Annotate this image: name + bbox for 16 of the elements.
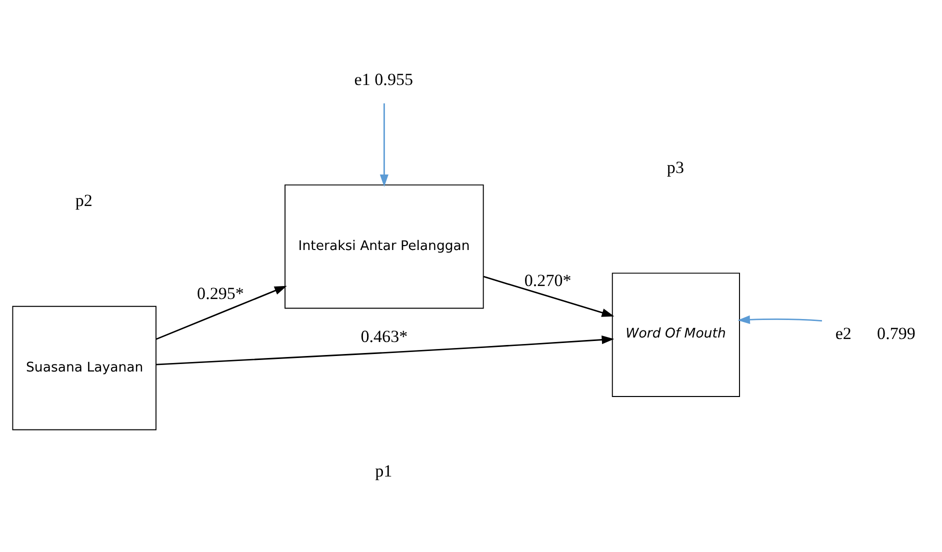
edge-label: 0.295* xyxy=(197,284,244,303)
arrow xyxy=(156,334,614,365)
arrow xyxy=(483,275,614,316)
label: p1 xyxy=(375,461,392,480)
label: p3 xyxy=(666,157,684,176)
node-box: Suasana Layanan xyxy=(12,305,156,430)
edge-label: 0.270* xyxy=(524,270,572,290)
arrow xyxy=(738,314,822,324)
arrow xyxy=(156,285,287,340)
node-text: e1 0.955 xyxy=(354,69,414,88)
arrow xyxy=(380,102,388,186)
node-box: Word Of Mouth xyxy=(612,272,740,396)
node-box: Interaksi Antar Pelanggan xyxy=(284,184,484,308)
node-text: e2 0.799 xyxy=(835,324,916,343)
label: p2 xyxy=(75,190,92,210)
edge-label: 0.463* xyxy=(360,326,408,346)
